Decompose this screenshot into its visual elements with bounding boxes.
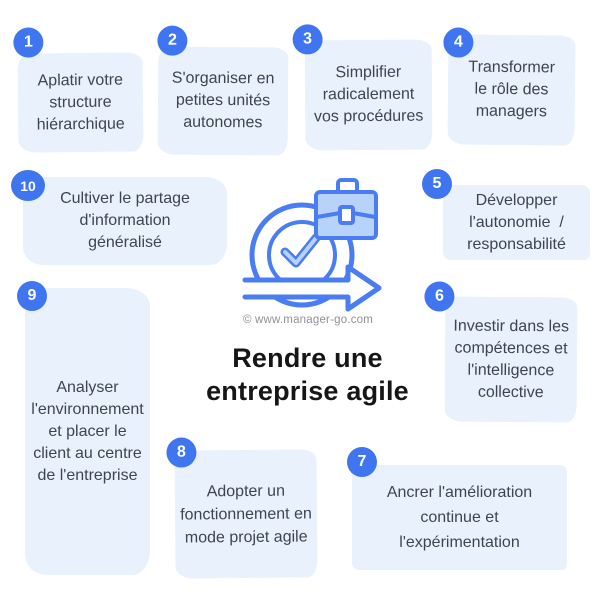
step-7: 7 Ancrer l'amélioration continue et l'ex… [347, 447, 567, 570]
step-1-note: Aplatir votre structure hiérarchique [17, 52, 144, 153]
sprint-outer-loop [249, 202, 355, 308]
arrow-right-icon [242, 264, 382, 312]
step-9-number-badge: 9 [17, 281, 47, 311]
checkmark-icon-fill [283, 236, 318, 265]
agile-sprint-icon [242, 178, 382, 312]
step-5: 5 Développer l'autonomie / responsabilit… [422, 169, 590, 260]
step-1-number-badge: 1 [13, 27, 44, 58]
page-title: Rendre une entreprise agile [206, 343, 409, 406]
step-9-note: Analyser l'environnement et placer le cl… [25, 288, 150, 575]
step-10-note: Cultiver le partage d'information généra… [23, 177, 227, 265]
step-3: 3 Simplifier radicalement vos procédures [292, 24, 433, 151]
step-1: 1 Aplatir votre structure hiérarchique [13, 27, 144, 153]
copyright-text: © www.manager-go.com [242, 314, 374, 326]
step-2-number-badge: 2 [157, 25, 188, 56]
step-10-number-badge: 10 [11, 170, 45, 201]
briefcase-clasp [338, 205, 355, 225]
step-2: 2 S'organiser en petites unités autonome… [157, 25, 289, 156]
step-5-note: Développer l'autonomie / responsabilité [443, 185, 590, 260]
step-10: 10 Cultiver le partage d'information gén… [11, 170, 227, 265]
step-6-number-badge: 6 [424, 281, 455, 312]
step-7-note: Ancrer l'amélioration continue et l'expé… [352, 465, 567, 570]
step-5-number-badge: 5 [422, 169, 452, 199]
step-8-number-badge: 8 [166, 437, 197, 468]
step-8-note: Adopter un fonctionnement en mode projet… [174, 449, 318, 579]
step-7-number-badge: 7 [347, 447, 377, 477]
step-9: 9 Analyser l'environnement et placer le … [17, 281, 150, 575]
step-8: 8 Adopter un fonctionnement en mode proj… [166, 437, 318, 579]
step-4-number-badge: 4 [443, 27, 474, 58]
step-3-note: Simplifier radicalement vos procédures [304, 39, 433, 151]
step-2-note: S'organiser en petites unités autonomes [157, 46, 289, 156]
step-4: 4 Transformer le rôle des managers [443, 27, 576, 146]
briefcase-flap-line [315, 211, 377, 219]
step-3-number-badge: 3 [292, 24, 323, 55]
